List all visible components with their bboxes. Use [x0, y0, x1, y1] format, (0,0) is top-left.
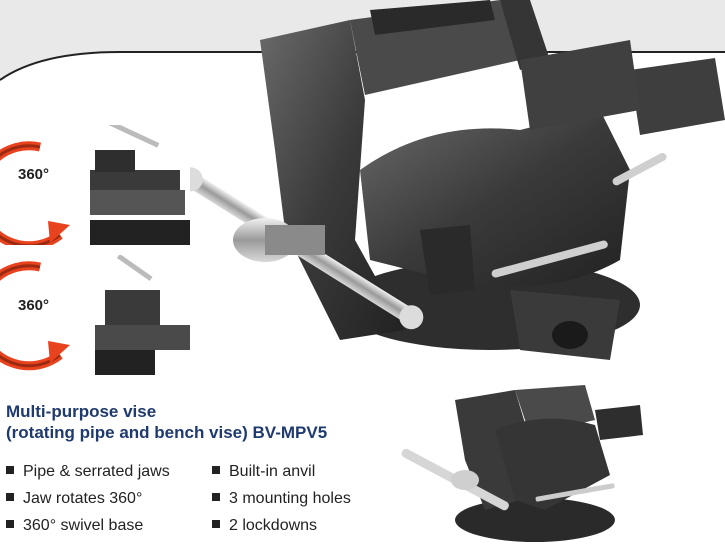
bullet-icon: [6, 519, 14, 528]
feature-item: 3 mounting holes: [212, 490, 351, 508]
feature-item: 360° swivel base: [6, 517, 143, 535]
feature-item: Jaw rotates 360°: [6, 490, 142, 508]
feature-item: Pipe & serrated jaws: [6, 463, 170, 481]
bullet-icon: [212, 519, 220, 528]
feature-item: 2 lockdowns: [212, 517, 317, 535]
jaw-rotation-inset: 360°: [0, 125, 200, 245]
bullet-icon: [212, 492, 220, 501]
feature-item: Built-in anvil: [212, 463, 315, 481]
product-title: Multi-purpose vise (rotating pipe and be…: [6, 401, 406, 443]
product-title-line2: (rotating pipe and bench vise) BV-MPV5: [6, 423, 328, 442]
main-vise-image: [190, 0, 725, 360]
jaw-rotation-label: 360°: [18, 166, 50, 183]
base-swivel-label: 360°: [18, 297, 50, 314]
base-swivel-inset: 360°: [0, 255, 200, 375]
bullet-icon: [6, 492, 14, 501]
bullet-icon: [212, 465, 220, 474]
secondary-vise-image: [401, 385, 643, 542]
bullet-icon: [6, 465, 14, 474]
product-title-line1: Multi-purpose vise: [6, 402, 157, 421]
